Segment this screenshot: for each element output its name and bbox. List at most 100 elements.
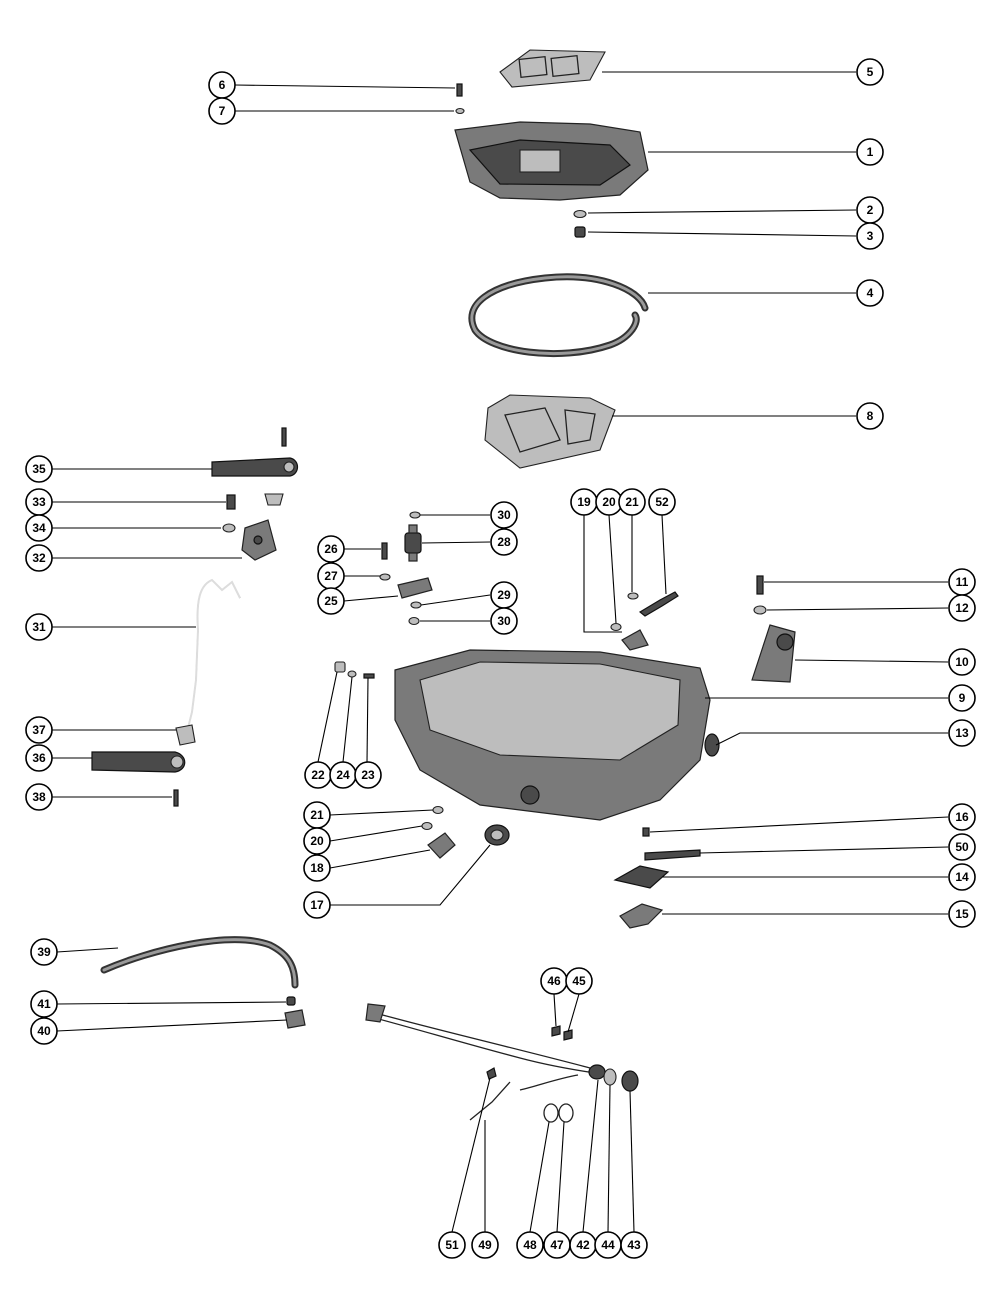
callout-28: 28 [490, 528, 518, 556]
callout-31: 31 [25, 613, 53, 641]
callout-6: 6 [208, 71, 236, 99]
callout-5: 5 [856, 58, 884, 86]
svg-text:15: 15 [955, 907, 969, 921]
svg-text:30: 30 [497, 508, 511, 522]
part-23 [363, 673, 375, 679]
callout-1: 1 [856, 138, 884, 166]
part-adapter-plate [454, 121, 649, 201]
callout-20-lower: 20 [303, 827, 331, 855]
part-pin-38 [173, 789, 179, 807]
callout-27: 27 [317, 562, 345, 590]
svg-text:5: 5 [867, 65, 874, 79]
part-45 [563, 1029, 573, 1041]
svg-text:30: 30 [497, 614, 511, 628]
svg-text:25: 25 [324, 594, 338, 608]
callout-34: 34 [25, 514, 53, 542]
svg-text:7: 7 [219, 104, 226, 118]
part-bracket-32 [241, 519, 277, 561]
part-washer-27 [379, 573, 391, 581]
svg-text:23: 23 [361, 768, 375, 782]
svg-text:9: 9 [959, 691, 966, 705]
svg-text:27: 27 [324, 569, 338, 583]
callout-24: 24 [329, 761, 357, 789]
part-fitting-40 [284, 1009, 306, 1029]
callout-4: 4 [856, 279, 884, 307]
callout-11: 11 [948, 568, 976, 596]
svg-text:46: 46 [547, 974, 561, 988]
svg-text:12: 12 [955, 601, 969, 615]
svg-text:36: 36 [32, 751, 46, 765]
part-lever-36 [91, 751, 186, 773]
svg-text:11: 11 [956, 575, 969, 589]
part-screw-6 [455, 83, 465, 115]
part-mount-28 [404, 524, 422, 562]
svg-text:34: 34 [32, 521, 46, 535]
part-seal-ring [468, 273, 649, 357]
svg-text:47: 47 [550, 1238, 564, 1252]
svg-text:41: 41 [37, 997, 51, 1011]
callout-41: 41 [30, 990, 58, 1018]
callout-43: 43 [620, 1231, 648, 1259]
svg-text:3: 3 [867, 229, 874, 243]
callout-26: 26 [317, 535, 345, 563]
svg-text:19: 19 [577, 495, 591, 509]
callout-15: 15 [948, 900, 976, 928]
callout-13: 13 [948, 719, 976, 747]
part-washer-20b [421, 821, 433, 831]
svg-text:21: 21 [310, 808, 324, 822]
callout-10: 10 [948, 648, 976, 676]
part-washer-34 [222, 523, 236, 533]
part-seal-17 [484, 824, 510, 846]
svg-text:24: 24 [336, 768, 350, 782]
part-nut-21a [627, 592, 639, 600]
callout-50: 50 [948, 833, 976, 861]
callout-48: 48 [516, 1231, 544, 1259]
callout-2: 2 [856, 196, 884, 224]
svg-text:32: 32 [32, 551, 46, 565]
part-bolt-11 [756, 575, 764, 595]
svg-text:48: 48 [523, 1238, 537, 1252]
callout-12: 12 [948, 594, 976, 622]
part-ring-44 [603, 1068, 617, 1086]
part-24 [347, 670, 357, 678]
callout-14: 14 [948, 863, 976, 891]
part-cable-49 [469, 1081, 511, 1121]
callout-22: 22 [304, 761, 332, 789]
callout-20-upper: 20 [595, 488, 623, 516]
callout-38: 38 [25, 783, 53, 811]
callout-42: 42 [569, 1231, 597, 1259]
callout-47: 47 [543, 1231, 571, 1259]
svg-text:28: 28 [497, 535, 511, 549]
part-knob [264, 493, 284, 506]
svg-text:13: 13 [955, 726, 969, 740]
part-plate-25 [397, 577, 433, 599]
svg-text:21: 21 [625, 495, 639, 509]
svg-text:1: 1 [867, 145, 874, 159]
part-hose-39 [100, 936, 299, 989]
callout-51: 51 [438, 1231, 466, 1259]
part-washer-12 [753, 605, 767, 615]
callout-45: 45 [565, 967, 593, 995]
part-41 [286, 996, 296, 1006]
svg-text:44: 44 [601, 1238, 615, 1252]
svg-text:22: 22 [311, 768, 325, 782]
svg-text:29: 29 [497, 588, 511, 602]
part-46 [551, 1025, 561, 1037]
part-screw-26 [381, 542, 388, 560]
svg-text:50: 50 [955, 840, 969, 854]
part-bracket-10 [751, 624, 796, 683]
callout-39: 39 [30, 938, 58, 966]
part-clip-37 [175, 724, 196, 746]
svg-text:14: 14 [955, 870, 969, 884]
svg-text:16: 16 [955, 810, 969, 824]
svg-text:37: 37 [32, 723, 46, 737]
part-washer-29 [410, 601, 422, 609]
part-top-gasket [499, 49, 606, 88]
callout-35: 35 [25, 455, 53, 483]
callout-40: 40 [30, 1017, 58, 1045]
part-mount-18 [427, 832, 456, 859]
part-bushing-3 [574, 226, 586, 238]
part-cable-52 [638, 591, 679, 617]
callout-29: 29 [490, 581, 518, 609]
